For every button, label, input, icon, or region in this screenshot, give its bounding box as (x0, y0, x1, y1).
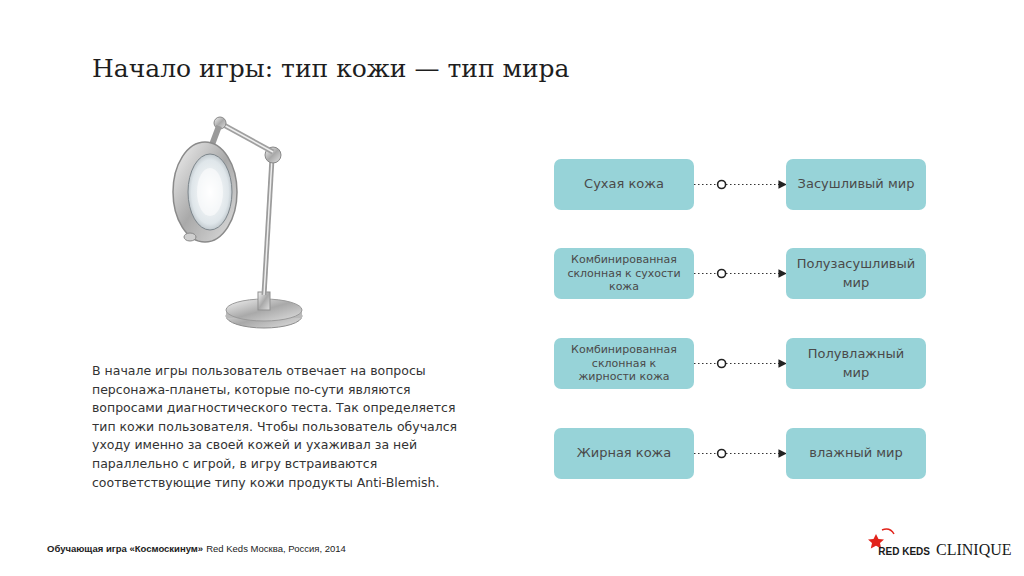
footer-credit: Red Keds Москва, Россия, 2014 (206, 543, 346, 554)
box-label: Полувлажный мир (794, 345, 918, 383)
skin-world-box: Полувлажный мир (786, 338, 926, 389)
brand-logo: CLINIQUE (936, 540, 1012, 559)
description-text: В начале игры пользователь отвечает на в… (92, 362, 464, 492)
skin-world-box: Комбинированная склонная к сухости кожа (554, 248, 694, 299)
dotted-arrow-line (694, 453, 786, 454)
skin-world-box: Полузасушливый мир (786, 248, 926, 299)
box-label: Комбинированная склонная к жирности кожа (562, 343, 686, 384)
skin-world-box: влажный мир (786, 428, 926, 479)
dotted-arrow (694, 450, 786, 458)
start-dot (718, 181, 726, 189)
skin-world-box: Комбинированная склонная к жирности кожа (554, 338, 694, 389)
start-dot (718, 360, 726, 368)
slide-title: Начало игры: тип кожи — тип мира (92, 54, 570, 83)
brand-logo: RED KEDS (878, 546, 930, 558)
box-label: Комбинированная склонная к сухости кожа (562, 253, 686, 294)
skin-world-box: Сухая кожа (554, 159, 694, 210)
skin-world-box: Засушливый мир (786, 159, 926, 210)
footer-credit: Обучающая игра «Космоскинум» (47, 543, 203, 554)
start-dot (718, 270, 726, 278)
dotted-arrow-line (694, 184, 786, 185)
box-label: Сухая кожа (584, 175, 664, 194)
skin-world-box: Жирная кожа (554, 428, 694, 479)
start-dot (718, 450, 726, 458)
box-label: Полузасушливый мир (794, 255, 918, 293)
box-label: Жирная кожа (577, 444, 672, 463)
dotted-arrow-line (694, 363, 786, 364)
dotted-arrow (694, 270, 786, 278)
dotted-arrow (694, 360, 786, 368)
box-label: влажный мир (809, 444, 903, 463)
dotted-arrow (694, 181, 786, 189)
box-label: Засушливый мир (798, 175, 915, 194)
dotted-arrow-line (694, 273, 786, 274)
